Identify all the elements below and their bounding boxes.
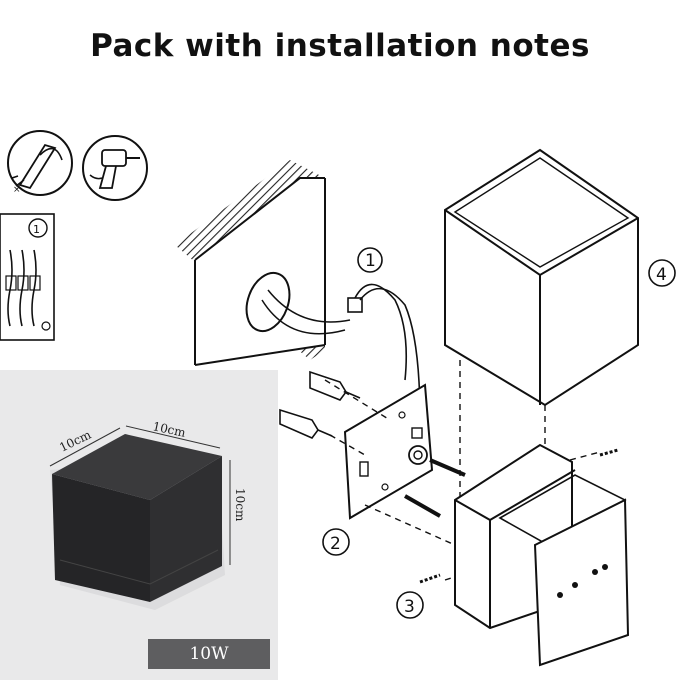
wire-stripper-icon: ×	[7, 130, 73, 196]
step-1-label: 1	[365, 251, 376, 271]
mounting-plate	[343, 383, 434, 520]
screw	[404, 448, 619, 584]
lamp-front-face	[52, 474, 150, 602]
step-4-circle	[648, 259, 676, 287]
lamp-cover	[444, 148, 639, 407]
step-2-circle	[322, 528, 350, 556]
step-3-label: 3	[404, 597, 415, 617]
dimension-depth: 10cm	[151, 419, 187, 440]
svg-text:×: ×	[13, 185, 21, 195]
lamp-top-face	[52, 434, 222, 500]
lamp-side-face	[150, 456, 222, 602]
wall-anchor	[279, 370, 361, 439]
wiring-connection-icon: 1	[0, 213, 55, 341]
power-badge: 10W	[148, 639, 270, 669]
dimension-width: 10cm	[57, 427, 94, 454]
inset-step-number: 1	[33, 223, 40, 236]
drill-icon	[82, 135, 148, 201]
step-4-label: 4	[656, 265, 667, 285]
lamp-body	[454, 443, 630, 667]
wall-block	[175, 160, 351, 366]
step-3-circle	[396, 591, 424, 619]
product-photo: 10cm 10cm 10cm	[0, 370, 278, 680]
wire-connector: 1	[347, 247, 421, 421]
step-2-label: 2	[330, 534, 341, 554]
page-title: Pack with installation notes	[90, 28, 590, 64]
dimension-height: 10cm	[233, 488, 247, 522]
